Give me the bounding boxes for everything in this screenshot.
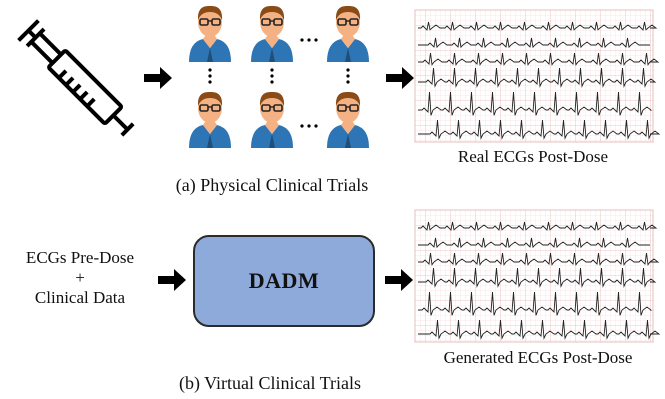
physical-trials-caption: (a) Physical Clinical Trials — [175, 175, 369, 195]
person-icon — [326, 91, 370, 149]
arrow-right-icon — [386, 67, 414, 89]
dadm-model-box: DADM — [193, 235, 375, 327]
arrow-right-icon — [385, 269, 413, 291]
ecg-trace — [418, 252, 660, 266]
dadm-label: DADM — [248, 268, 320, 293]
input-label-clinical: Clinical Data — [34, 288, 126, 307]
ecg-strip-icon — [414, 209, 661, 343]
virtual-trials-caption: (b) Virtual Clinical Trials — [178, 373, 362, 393]
input-label-plus: + — [75, 268, 85, 287]
ecg-trace — [418, 291, 653, 316]
ellipsis-dots — [208, 38, 350, 128]
participants-grid — [188, 5, 370, 149]
ecg-strip-icon — [414, 9, 661, 143]
ecg-trace — [418, 21, 658, 31]
ecg-trace — [418, 237, 650, 249]
person-icon — [250, 91, 294, 149]
ecg-trace — [418, 221, 658, 231]
person-icon — [188, 5, 232, 63]
arrow-right-icon — [144, 67, 172, 89]
ecg-trace — [418, 119, 661, 140]
ecg-trace — [418, 67, 657, 88]
real-ecgs-label: Real ECGs Post-Dose — [457, 147, 609, 166]
ecg-trace — [418, 37, 650, 49]
syringe-icon — [17, 19, 135, 137]
ecg-trace — [418, 267, 657, 288]
input-label-ecgs: ECGs Pre-Dose — [25, 248, 135, 267]
ecg-trace — [418, 319, 661, 340]
ecg-trace — [418, 52, 660, 66]
generated-ecgs-label: Generated ECGs Post-Dose — [443, 348, 633, 367]
ecg-trace — [418, 91, 653, 116]
person-icon — [326, 5, 370, 63]
person-icon — [250, 5, 294, 63]
person-icon — [188, 91, 232, 149]
arrow-right-icon — [158, 269, 186, 291]
